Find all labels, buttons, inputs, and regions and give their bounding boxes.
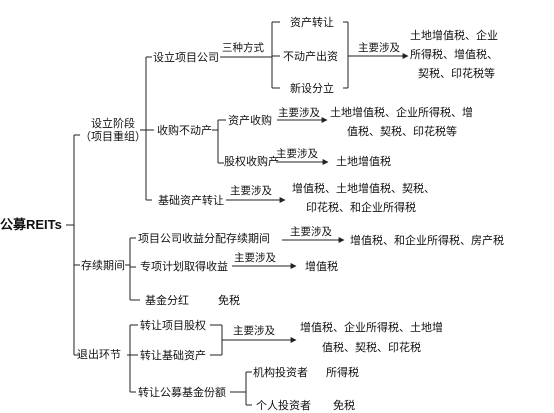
company-distribution-involves: 主要涉及 xyxy=(290,226,332,238)
fund-dividend-result: 免税 xyxy=(218,294,240,307)
company-distribution-node: 项目公司收益分配存续期间 xyxy=(138,232,270,245)
method-new-spinoff: 新设分立 xyxy=(290,82,334,95)
asset-acquisition-tax-line-1: 土地增值税、企业所得税、增 xyxy=(330,106,473,119)
exit-stage-label: 退出环节 xyxy=(77,348,121,361)
individual-investor-tax: 免税 xyxy=(333,399,355,412)
establish-involves-label: 主要涉及 xyxy=(358,42,400,54)
exit-tax-line-2: 值税、契税、印花税 xyxy=(322,341,421,354)
setup-stage-sublabel: （项目重组） xyxy=(80,130,146,143)
three-methods-connector: 三种方式 xyxy=(222,42,264,54)
asset-acquisition-node: 资产收购 xyxy=(228,114,272,127)
establish-tax-line-3: 契税、印花税等 xyxy=(418,67,495,80)
asset-acquisition-involves: 主要涉及 xyxy=(278,107,320,119)
exit-involves: 主要涉及 xyxy=(233,325,275,337)
plan-income-node: 专项计划取得收益 xyxy=(140,260,228,273)
acquire-property-node: 收购不动产 xyxy=(157,124,212,137)
equity-acquisition-node: 股权收购产 xyxy=(224,155,279,168)
establish-tax-line-2: 所得税、增值税、 xyxy=(410,48,498,61)
individual-investor-node: 个人投资者 xyxy=(256,399,311,412)
transfer-fund-units-node: 转让公募基金份额 xyxy=(138,386,226,399)
exit-tax-line-1: 增值税、企业所得税、土地增 xyxy=(300,321,443,334)
institutional-investor-node: 机构投资者 xyxy=(253,366,308,379)
equity-acquisition-involves: 主要涉及 xyxy=(276,148,318,160)
fund-dividend-node: 基金分红 xyxy=(145,294,189,307)
infra-transfer-node: 基础资产转让 xyxy=(158,194,224,207)
transfer-equity-node: 转让项目股权 xyxy=(140,319,206,332)
root-node: 公募REITs xyxy=(0,217,62,232)
operation-stage-label: 存续期间 xyxy=(81,259,125,272)
plan-income-involves: 主要涉及 xyxy=(234,252,276,264)
setup-stage-label: 设立阶段 xyxy=(91,117,135,130)
method-property-contribution: 不动产出资 xyxy=(283,50,338,63)
infra-transfer-tax-line-1: 增值税、土地增值税、契税、 xyxy=(292,182,435,195)
plan-income-tax: 增值税 xyxy=(305,260,338,273)
infra-transfer-involves: 主要涉及 xyxy=(230,185,272,197)
institutional-investor-tax: 所得税 xyxy=(326,366,359,379)
method-asset-transfer: 资产转让 xyxy=(290,16,334,29)
establish-tax-line-1: 土地增值税、企业 xyxy=(410,29,498,42)
company-distribution-tax: 增值税、和企业所得税、房产税 xyxy=(350,234,504,247)
infra-transfer-tax-line-2: 印花税、和企业所得税 xyxy=(306,201,416,214)
equity-acquisition-tax: 土地增值税 xyxy=(336,155,391,168)
asset-acquisition-tax-line-2: 值税、契税、印花税等 xyxy=(347,125,457,138)
transfer-infra-node: 转让基础资产 xyxy=(140,349,206,362)
establish-company-node: 设立项目公司 xyxy=(153,51,219,64)
